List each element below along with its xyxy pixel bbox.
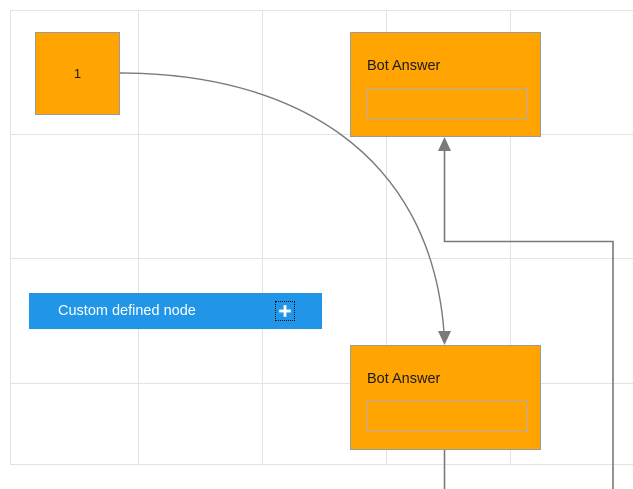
node-1[interactable]: 1	[35, 32, 120, 115]
plus-icon[interactable]	[275, 301, 295, 321]
custom-defined-node-label: Custom defined node	[58, 302, 196, 319]
node-1-label: 1	[73, 66, 82, 81]
edge-orthogonal-path[interactable]	[443, 150, 614, 489]
bot-answer-message-slot[interactable]	[367, 88, 528, 119]
edge-orthogonal-arrowhead	[438, 137, 451, 151]
edge-curved-arrowhead	[438, 331, 451, 345]
bot-answer-message-slot[interactable]	[367, 401, 528, 432]
bot-answer-node-bottom[interactable]: Bot Answer	[350, 345, 541, 450]
custom-defined-node-bar[interactable]: Custom defined node	[29, 293, 322, 329]
bot-answer-title: Bot Answer	[367, 371, 441, 387]
bot-answer-node-top[interactable]: Bot Answer	[350, 32, 541, 137]
bot-answer-title: Bot Answer	[367, 58, 441, 74]
edge-curved-path[interactable]	[119, 72, 445, 333]
